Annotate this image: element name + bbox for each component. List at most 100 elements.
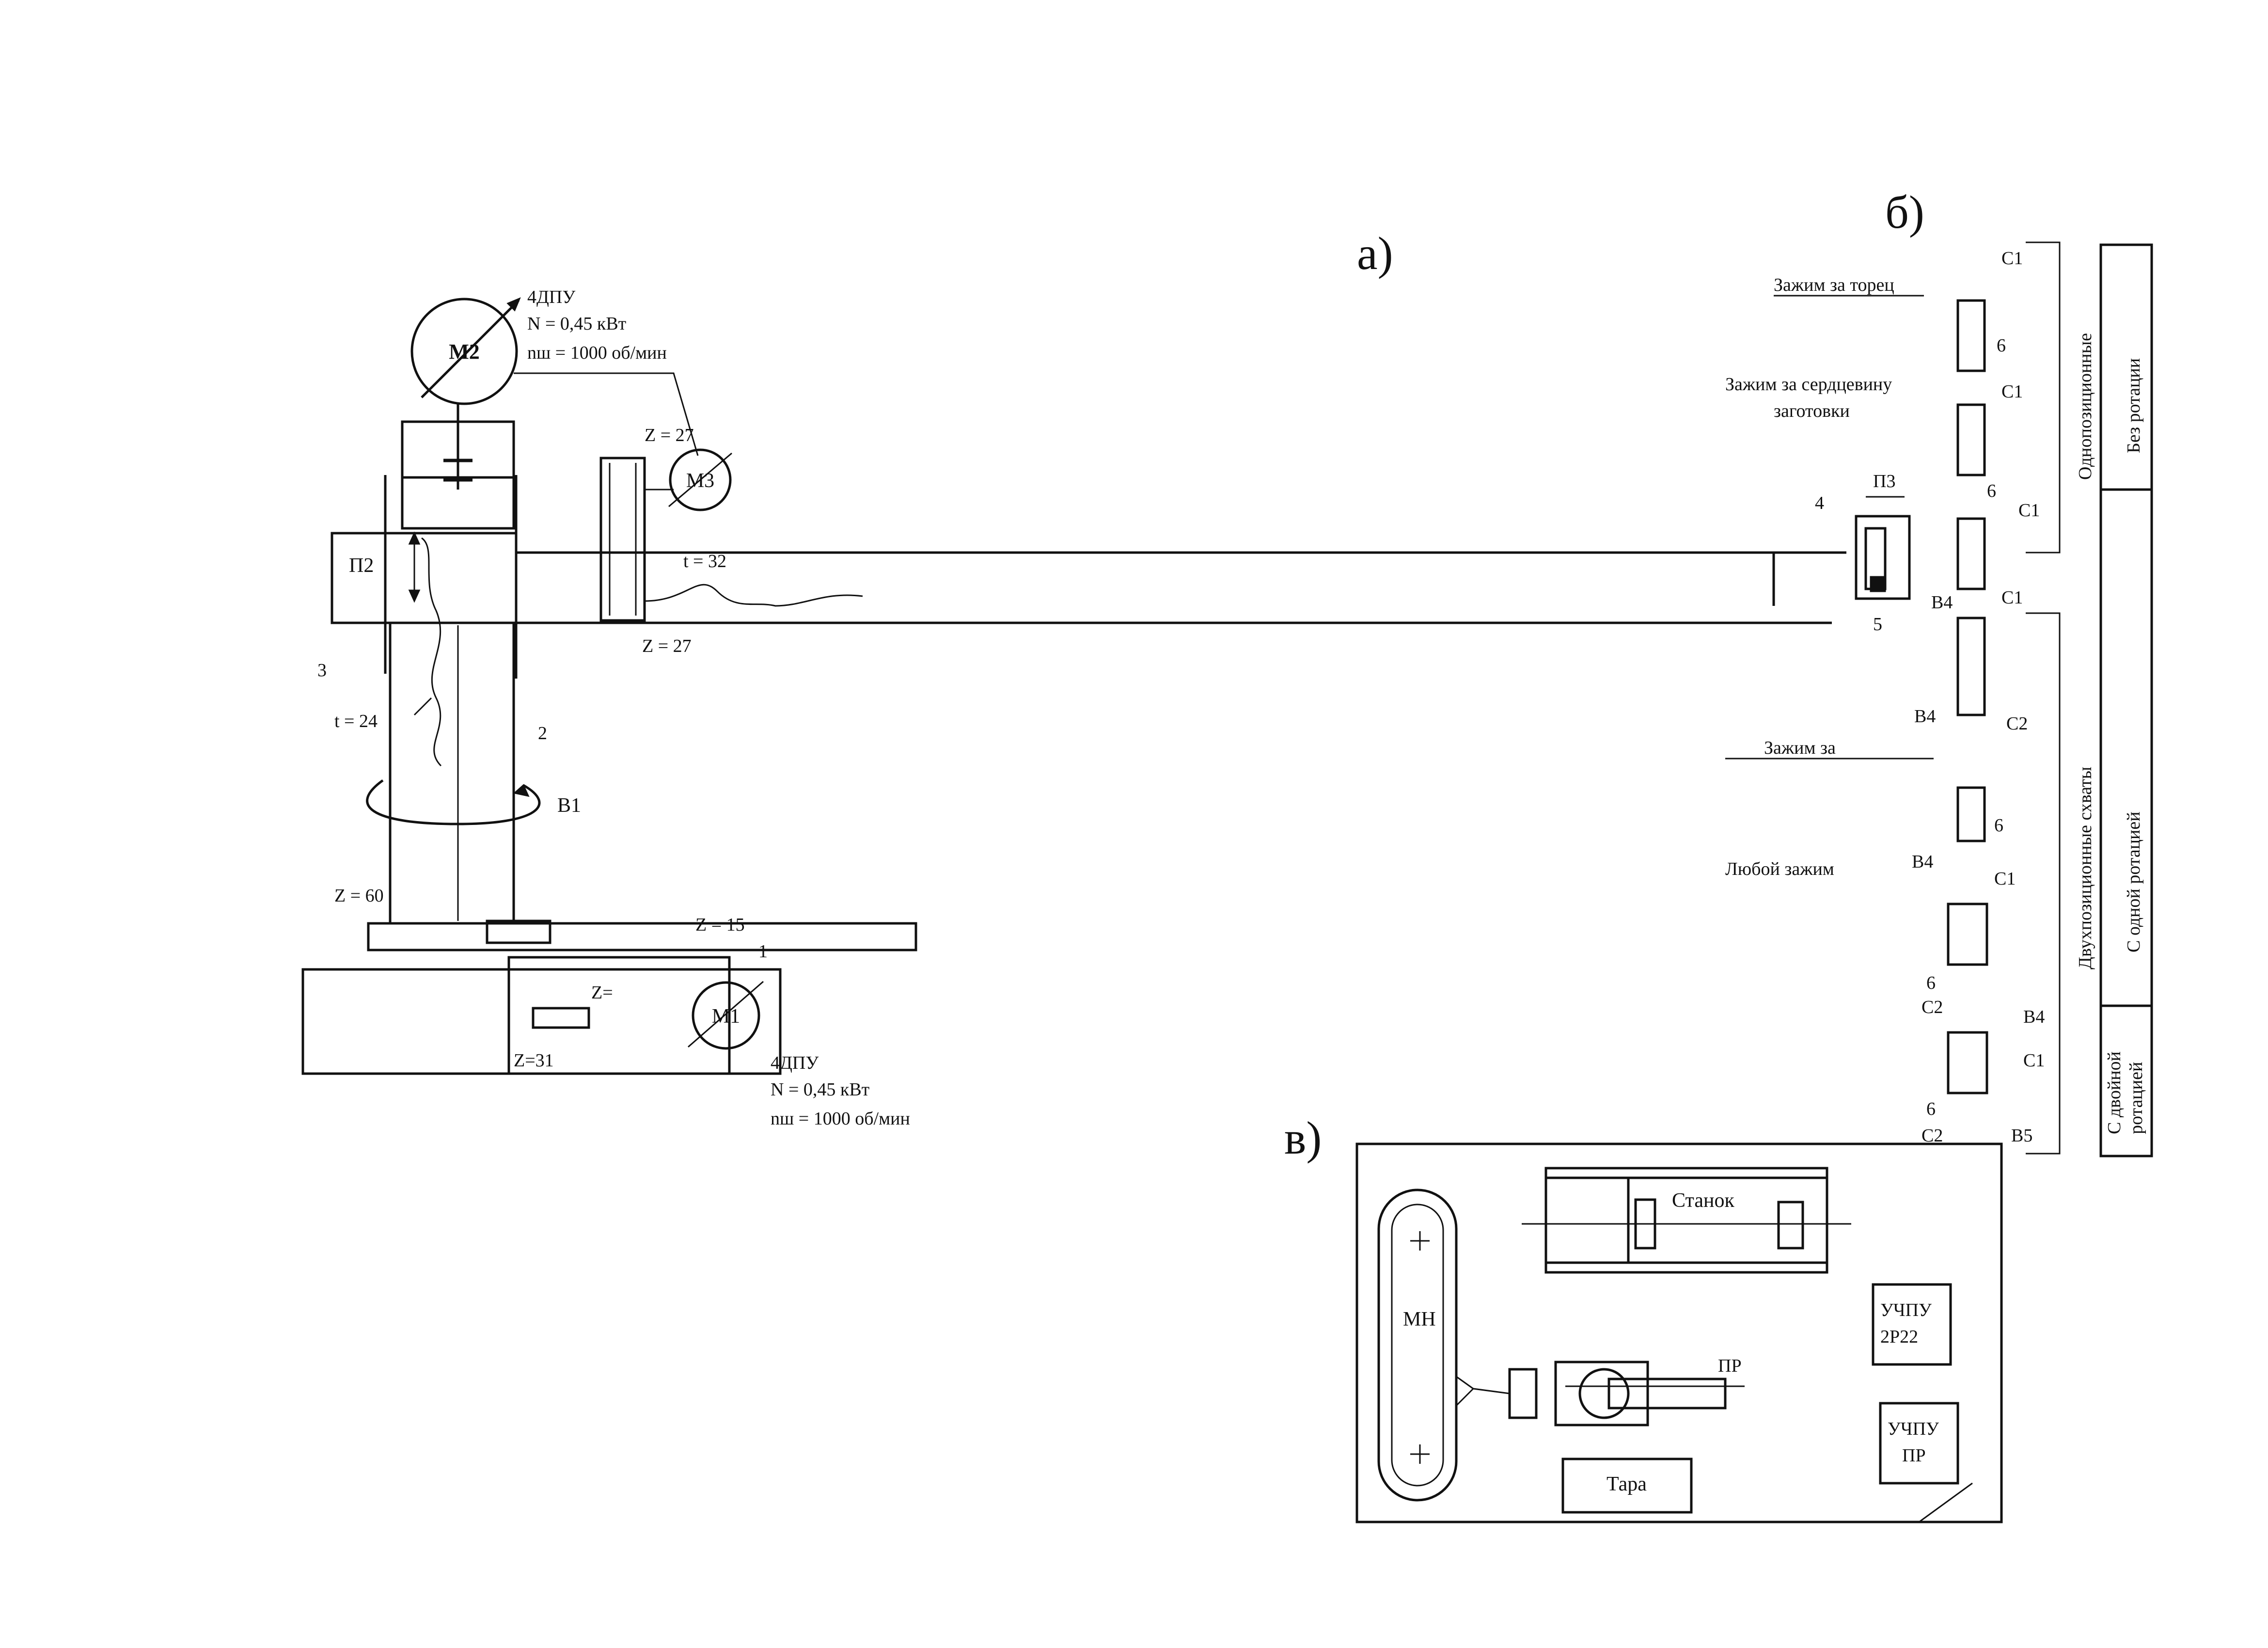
c1-label-6: С1 bbox=[2023, 1050, 2045, 1071]
num-4: 4 bbox=[1815, 493, 1824, 513]
cnc-pr bbox=[1879, 1402, 1959, 1485]
cnc-pr-label-1: УЧПУ bbox=[1888, 1419, 1939, 1439]
column-2 bbox=[389, 621, 515, 925]
b4-label-4: В4 bbox=[2023, 1007, 2045, 1027]
magazine-mn bbox=[1377, 1188, 1458, 1502]
gripper-2 bbox=[1956, 403, 1986, 476]
p3-label: П3 bbox=[1873, 471, 1895, 491]
z15-label: Z = 15 bbox=[695, 915, 745, 935]
gripper-1 bbox=[1956, 299, 1986, 372]
b4-label-3: В4 bbox=[1912, 852, 1933, 872]
motor-m2-label: М2 bbox=[449, 340, 480, 364]
b5-label: В5 bbox=[2011, 1125, 2032, 1146]
z-gear-label: Z= bbox=[591, 982, 613, 1003]
c2-label-1: С2 bbox=[2006, 713, 2028, 734]
lead-screw-t24 bbox=[421, 537, 442, 767]
z27-bottom-label: Z = 27 bbox=[642, 636, 692, 656]
c2-label-3: С2 bbox=[1922, 1125, 1943, 1146]
rotation-b1-arrow bbox=[366, 779, 541, 825]
m1-spec-3: nш = 1000 об/мин bbox=[771, 1109, 910, 1129]
t32-label: t = 32 bbox=[683, 551, 726, 571]
c1-label-4: С1 bbox=[2001, 587, 2023, 608]
two-position-label: Двухпозиционные схваты bbox=[2075, 767, 2095, 969]
clamp-end-label: Зажим за торец bbox=[1774, 275, 1894, 295]
clamp-by-label: Зажим за bbox=[1764, 738, 1836, 758]
gearbox bbox=[507, 956, 731, 1075]
gear-box-z27 bbox=[599, 457, 646, 622]
c2-label-2: С2 bbox=[1922, 997, 1943, 1017]
num-1: 1 bbox=[758, 941, 768, 962]
gripper-4 bbox=[1956, 617, 1986, 716]
gripper-5 bbox=[1956, 786, 1986, 842]
panel-label-c: в) bbox=[1284, 1112, 1322, 1164]
cnc-pr-label-2: ПР bbox=[1902, 1445, 1926, 1466]
num-6-5: 6 bbox=[1926, 1099, 1936, 1119]
motor-m2 bbox=[410, 298, 518, 405]
cnc-2p22 bbox=[1872, 1283, 1952, 1366]
c1-label-2: С1 bbox=[2001, 381, 2023, 402]
num-5: 5 bbox=[1873, 614, 1882, 634]
motor-m3-label: М3 bbox=[686, 470, 714, 492]
motor-m2-arrowhead bbox=[506, 297, 521, 312]
no-rotation-label: Без ротации bbox=[2124, 358, 2144, 453]
num-6-2: 6 bbox=[1987, 481, 1996, 501]
gripper-7 bbox=[1947, 1031, 1988, 1094]
robot-body bbox=[1554, 1361, 1649, 1426]
clamp-core-label-2: заготовки bbox=[1774, 401, 1850, 421]
panel-c-layout: Станок МН ПР УЧПУ 2Р22 УЧПУ ПР Тара bbox=[1355, 1142, 2003, 1523]
cnc-2p22-label-1: УЧПУ bbox=[1880, 1300, 1932, 1320]
motor-m1 bbox=[692, 981, 760, 1050]
robot-arm bbox=[1607, 1378, 1727, 1410]
double-rotation-label-2: ротацией bbox=[2126, 1062, 2146, 1134]
panel-label-b: б) bbox=[1885, 186, 1924, 238]
c1-label-1: С1 bbox=[2001, 248, 2023, 269]
bracket-two-position bbox=[2026, 612, 2061, 1155]
num-6-3: 6 bbox=[1994, 815, 2003, 836]
cnc-2p22-label-2: 2Р22 bbox=[1880, 1327, 1918, 1347]
machine-tool bbox=[1544, 1167, 1828, 1274]
clamp-core-label-1: Зажим за сердцевину bbox=[1725, 374, 1892, 395]
single-position-label: Однопозиционные bbox=[2075, 333, 2095, 480]
base-plate bbox=[367, 922, 917, 951]
panel-a-kinematics: М2 4ДПУ N = 0,45 кВт nш = 1000 об/мин М3… bbox=[301, 287, 1911, 1129]
m1-spec-1: 4ДПУ bbox=[771, 1053, 819, 1073]
lead-screw-t32 bbox=[644, 584, 863, 607]
classification-table: Однопозиционные Без ротации Двухпозицион… bbox=[2075, 243, 2153, 1157]
mn-label: МН bbox=[1403, 1308, 1436, 1331]
any-clamp-label: Любой зажим bbox=[1725, 859, 1834, 879]
bracket-single bbox=[2026, 241, 2061, 554]
arm-p2-carriage bbox=[331, 532, 518, 624]
c1-label-3: С1 bbox=[2018, 500, 2040, 521]
c1-label-5: С1 bbox=[1994, 869, 2016, 889]
num-6-4: 6 bbox=[1926, 973, 1936, 993]
gripper-6 bbox=[1947, 903, 1988, 966]
num-6-1: 6 bbox=[1997, 335, 2006, 356]
b1-label: В1 bbox=[557, 794, 581, 817]
gripper-unit-5 bbox=[1855, 515, 1911, 600]
robot-gripper bbox=[1508, 1368, 1538, 1419]
z31-label: Z=31 bbox=[514, 1050, 554, 1071]
num-3: 3 bbox=[317, 660, 327, 681]
panel-label-a: а) bbox=[1357, 227, 1393, 279]
b4-label-2: В4 bbox=[1914, 706, 1936, 727]
m2-spec-1: 4ДПУ bbox=[527, 287, 575, 307]
num-2: 2 bbox=[538, 723, 547, 744]
motor-m3-arrow bbox=[668, 452, 732, 507]
z27-top-label: Z = 27 bbox=[645, 425, 694, 445]
m1-spec-2: N = 0,45 кВт bbox=[771, 1079, 870, 1100]
tara-bin bbox=[1561, 1458, 1693, 1514]
b4-label-1: В4 bbox=[1931, 592, 1953, 613]
tara-label: Тара bbox=[1606, 1473, 1647, 1495]
motor-m2-arrow bbox=[421, 300, 520, 398]
machine-label: Станок bbox=[1672, 1189, 1734, 1212]
t24-label: t = 24 bbox=[334, 711, 378, 731]
motor-m1-label: М1 bbox=[712, 1005, 740, 1028]
double-rotation-label-1: С двойной bbox=[2104, 1051, 2125, 1134]
motor-m3 bbox=[669, 448, 732, 511]
p2-label: П2 bbox=[349, 555, 374, 577]
gripper-3 bbox=[1956, 517, 1986, 590]
m2-m3-link bbox=[514, 372, 699, 456]
m2-spec-3: nш = 1000 об/мин bbox=[527, 343, 667, 363]
z60-label: Z = 60 bbox=[334, 886, 384, 906]
